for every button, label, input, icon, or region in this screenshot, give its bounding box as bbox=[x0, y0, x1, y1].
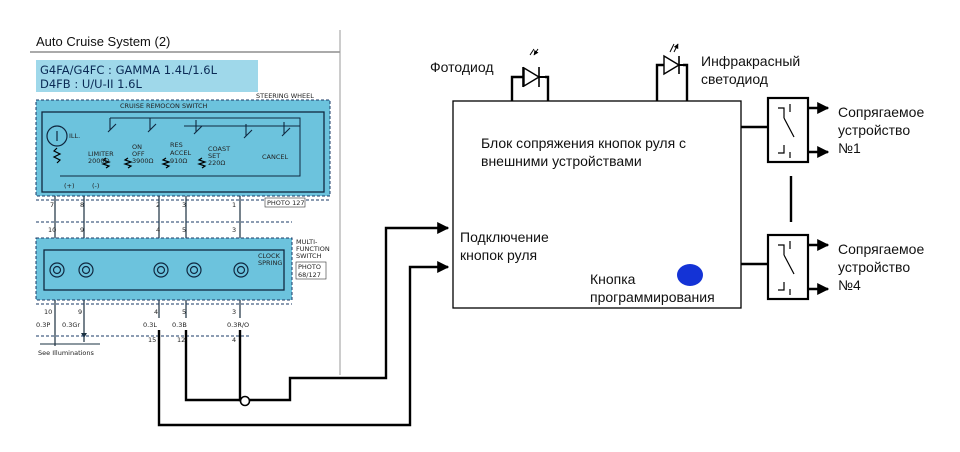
pin-mid-0: 10 bbox=[48, 226, 56, 234]
programming-button[interactable] bbox=[677, 264, 703, 286]
wire-pin5 bbox=[184, 330, 240, 402]
ir-led-label-2: светодиод bbox=[701, 71, 768, 87]
schematic-panel: Auto Cruise System (2) G4FA/G4FC : GAMMA… bbox=[30, 30, 341, 375]
pin-top-0: 7 bbox=[50, 201, 54, 209]
pin-top-2: 2 bbox=[156, 201, 160, 209]
coast-set-res: 220Ω bbox=[208, 159, 225, 167]
plus-label: (+) bbox=[64, 182, 75, 190]
ir-led-label-1: Инфракрасный bbox=[701, 53, 800, 69]
steering-connect-line-2: кнопок руля bbox=[460, 247, 537, 263]
device-1-label-1: Сопрягаемое bbox=[838, 104, 924, 120]
pin-bottom-0: 15 bbox=[148, 336, 156, 344]
res-label: RES bbox=[170, 141, 183, 149]
set-label: SET bbox=[208, 152, 220, 160]
pin-mid-1: 9 bbox=[80, 226, 84, 234]
coast-label: COAST bbox=[208, 145, 230, 153]
pin-mid-2: 4 bbox=[156, 226, 160, 234]
block-title-line-2: внешними устройствами bbox=[481, 153, 642, 169]
ir-led-icon bbox=[655, 44, 689, 101]
photodiode-label: Фотодиод bbox=[430, 59, 494, 75]
pin-bottom-1: 12 bbox=[177, 336, 185, 344]
wire-3: 0.3B bbox=[172, 321, 187, 329]
remocon-switch-label: CRUISE REMOCON SWITCH bbox=[120, 102, 208, 110]
device-1-label-2: устройство bbox=[838, 122, 910, 138]
steering-connect-line-1: Подключение bbox=[460, 229, 549, 245]
connection-wires bbox=[157, 222, 450, 427]
device-4-label-2: устройство bbox=[838, 259, 910, 275]
pin-low-1: 9 bbox=[78, 308, 82, 316]
relay-1-icon bbox=[741, 96, 830, 164]
pin-top-1: 8 bbox=[80, 201, 84, 209]
remocon-switch-block bbox=[36, 100, 330, 196]
clock-spring-coils bbox=[49, 262, 249, 278]
program-button-label-1: Кнопка bbox=[590, 271, 636, 287]
wire-1: 0.3Gr bbox=[62, 321, 80, 329]
pin-low-4: 3 bbox=[232, 308, 236, 316]
pin-low-0: 10 bbox=[44, 308, 52, 316]
photo-top-label: PHOTO 127 bbox=[267, 199, 304, 207]
schematic-title: Auto Cruise System (2) bbox=[36, 34, 170, 49]
photo-top-box bbox=[264, 197, 306, 208]
minus-label: (-) bbox=[92, 182, 99, 190]
block-title-line-1: Блок сопряжения кнопок руля с bbox=[481, 135, 686, 151]
switch-inner-frame bbox=[41, 111, 325, 193]
steering-wheel-label: STEERING WHEEL bbox=[256, 92, 314, 100]
program-button-label-2: программирования bbox=[590, 289, 715, 305]
device-4-label-3: №4 bbox=[838, 277, 861, 293]
ill-label: ILL. bbox=[69, 132, 80, 140]
pin-low-3: 5 bbox=[182, 308, 186, 316]
on-off-res: 3900Ω bbox=[132, 157, 154, 165]
limiter-label: LIMITER bbox=[88, 150, 114, 158]
pin-top-3: 3 bbox=[182, 201, 186, 209]
pin-mid-3: 5 bbox=[182, 226, 186, 234]
device-4-label-1: Сопрягаемое bbox=[838, 241, 924, 257]
on-label: ON bbox=[132, 143, 142, 151]
photo-mid-label-1: PHOTO bbox=[298, 263, 321, 271]
off-label: OFF bbox=[132, 150, 145, 158]
wire-2: 0.3L bbox=[143, 321, 157, 329]
res-accel-res: 910Ω bbox=[170, 157, 187, 165]
wire-to-block-lower bbox=[157, 261, 450, 427]
pin-bottom-2: 4 bbox=[232, 336, 236, 344]
engine-info-box bbox=[36, 60, 258, 92]
engine-line-2: D4FB : U/U-II 1.6L bbox=[40, 77, 142, 91]
photo-mid-label-2: 68/127 bbox=[298, 271, 321, 279]
wire-4: 0.3R/O bbox=[227, 321, 249, 329]
pin-low-2: 4 bbox=[154, 308, 158, 316]
see-illuminations: See Illuminations bbox=[38, 349, 95, 357]
resistor-icon bbox=[52, 147, 62, 164]
pin-top-4: 1 bbox=[232, 201, 236, 209]
photodiode-icon bbox=[510, 48, 550, 101]
mf-switch-label-2: FUNCTION bbox=[296, 245, 330, 253]
photo-mid-box bbox=[295, 261, 327, 280]
clock-spring-label-1: CLOCK bbox=[258, 252, 281, 260]
engine-line-1: G4FA/G4FC : GAMMA 1.4L/1.6L bbox=[40, 63, 218, 77]
clock-spring-label-2: SPRING bbox=[258, 259, 282, 267]
pin-mid-4: 3 bbox=[232, 226, 236, 234]
device-1-label-3: №1 bbox=[838, 140, 861, 156]
junction-node bbox=[239, 395, 251, 407]
illumination-lamp-icon bbox=[46, 125, 68, 147]
mf-switch-label-1: MULTI- bbox=[296, 238, 318, 246]
limiter-res: 2000Ω bbox=[88, 157, 110, 165]
cancel-label: CANCEL bbox=[262, 153, 288, 161]
accel-label: ACCEL bbox=[170, 149, 192, 157]
mf-switch-label-3: SWITCH bbox=[296, 252, 322, 260]
relay-4-icon bbox=[741, 233, 830, 301]
wire-0: 0.3P bbox=[36, 321, 50, 329]
